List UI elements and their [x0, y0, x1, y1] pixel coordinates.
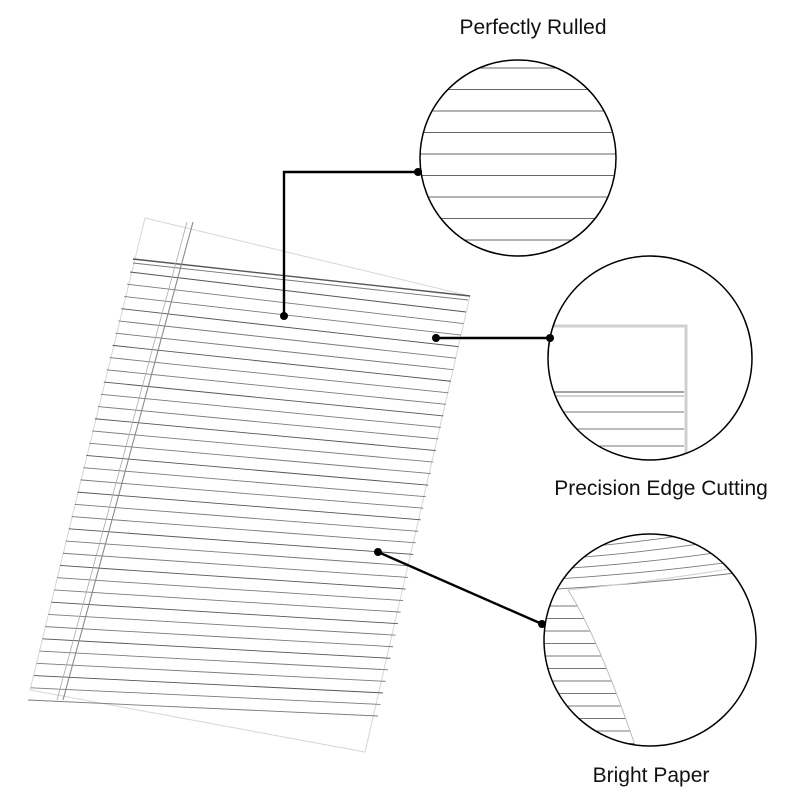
pad-rule-line: [109, 357, 449, 394]
paper-edge: [29, 217, 471, 753]
pad-rule-line: [68, 528, 414, 555]
pad-rule-line: [129, 271, 467, 313]
pad-rule-line: [65, 540, 411, 567]
pad-rule-line: [30, 687, 381, 705]
pad-rule-line: [83, 467, 426, 498]
pad-rule-line: [100, 393, 441, 428]
pad-rule-line: [33, 675, 384, 694]
pad-rule-line: [94, 418, 436, 451]
pad-rule-line: [54, 589, 401, 613]
zoom-circle-bright-paper: [543, 533, 757, 747]
zoom-circle-precision-edge: [547, 255, 753, 461]
header-rule-line: [132, 258, 471, 297]
pad-rule-line: [74, 503, 419, 532]
pad-rule-line: [57, 577, 404, 602]
pad-rule-line: [92, 430, 434, 463]
leader-perfectly-rulled: [282, 170, 418, 316]
margin-line: [62, 221, 194, 701]
leader-bright-paper: [377, 550, 543, 626]
pad-rule-line: [45, 626, 394, 648]
label-bright-paper: Bright Paper: [592, 764, 710, 787]
pad-rule-line: [27, 699, 379, 717]
pad-rule-line: [118, 320, 456, 359]
dot-rulled-pad: [280, 312, 288, 320]
dot-rulled-circle: [414, 168, 422, 176]
dot-edge-pad: [432, 334, 440, 342]
pad-rule-line: [127, 283, 464, 324]
leader-dots: [280, 168, 554, 628]
label-precision-edge-cutting: Precision Edge Cutting: [554, 477, 768, 500]
pad-rule-line: [62, 552, 409, 578]
leader-lines: [282, 170, 550, 626]
pad-rule-line: [106, 369, 446, 405]
zoom-circle-perfectly-rulled: [419, 59, 617, 257]
dot-edge-circle: [546, 334, 554, 342]
pad-rule-line: [80, 479, 424, 509]
pad-rule-line: [97, 406, 439, 440]
pad-rule-line: [42, 638, 391, 659]
dot-bright-circle: [538, 620, 546, 628]
margin-line-2: [56, 221, 188, 701]
pad-rule-line: [115, 332, 454, 371]
pad-rule-line: [89, 442, 431, 475]
header-rule-line-2: [132, 262, 469, 301]
dot-bright-pad: [374, 548, 382, 556]
rule-lines: [27, 271, 467, 717]
pad-rule-line: [60, 565, 406, 590]
pad-rule-line: [77, 491, 421, 521]
pad-rule-line: [39, 650, 389, 671]
pad-rule-line: [51, 601, 399, 625]
pad-rule-line: [103, 381, 444, 417]
legal-pad-sheet: [27, 217, 471, 753]
pad-rule-line: [36, 662, 386, 682]
pad-rule-line: [112, 344, 451, 382]
pad-rule-line: [48, 613, 396, 636]
pad-rule-line: [121, 308, 459, 348]
label-perfectly-rulled: Perfectly Rulled: [459, 16, 607, 39]
pad-rule-line: [124, 296, 462, 336]
pad-rule-line: [71, 516, 416, 544]
pad-rule-line: [86, 454, 429, 486]
